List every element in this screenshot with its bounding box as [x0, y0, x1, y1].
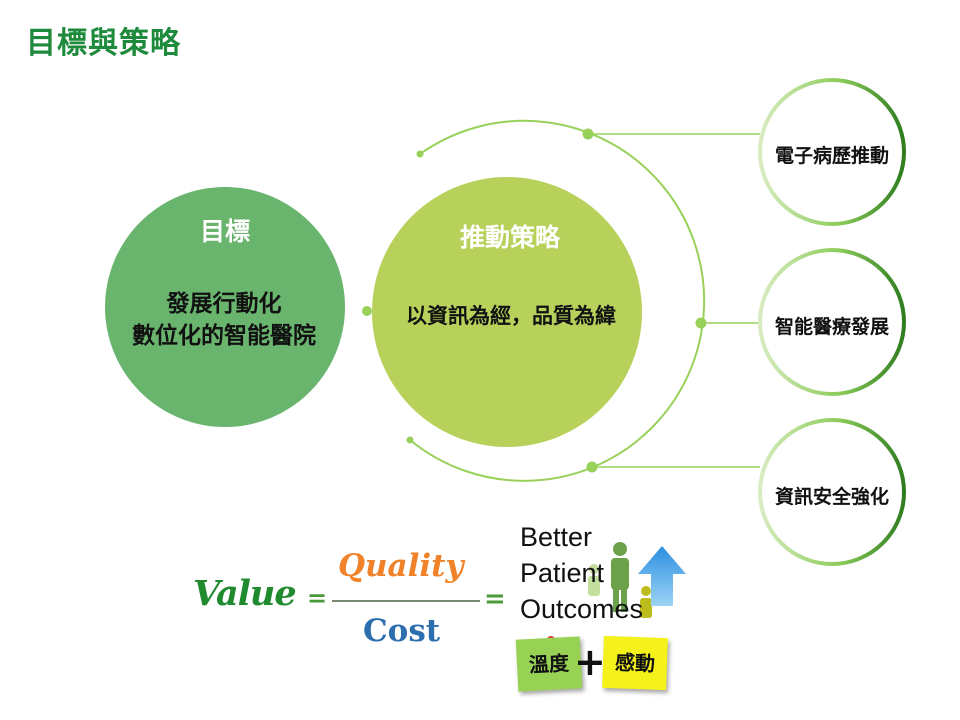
initiative-label-1: 電子病歷推動 — [774, 145, 889, 167]
goal-text: 發展行動化 數位化的智能醫院 — [104, 288, 344, 352]
connector-dot-2 — [695, 317, 707, 329]
outcome-line-2: Patient — [520, 558, 605, 588]
goal-heading: 目標 — [199, 217, 250, 246]
equals-sign-2: = — [484, 584, 506, 614]
goal-line-2: 數位化的智能醫院 — [132, 323, 316, 349]
initiative-label-3: 資訊安全強化 — [774, 486, 889, 508]
sticky-note-touched: 感動 — [602, 635, 668, 691]
strategy-arc — [409, 119, 706, 482]
goal-line-1: 發展行動化 — [166, 291, 282, 317]
page-title: 目標與策略 — [26, 26, 181, 61]
connector-dot-1 — [582, 128, 594, 140]
initiative-label-2: 智能醫療發展 — [774, 316, 889, 338]
sticky-note-warmth: 溫度 — [515, 636, 583, 692]
plus-sign: + — [574, 640, 606, 684]
initiative-ring-1 — [758, 78, 906, 226]
connector-dot — [362, 306, 372, 316]
strategy-text: 以資訊為經，品質為緯 — [406, 304, 616, 328]
connector-dot-3 — [586, 461, 598, 473]
arc-dot-start — [416, 150, 424, 158]
quality-word: Quality — [338, 548, 464, 584]
up-arrow-icon — [638, 546, 686, 606]
equals-sign-1: = — [307, 584, 328, 612]
outcome-line-3: Outcomes — [520, 594, 644, 624]
cost-word: Cost — [363, 613, 441, 649]
initiative-ring-2 — [758, 248, 906, 396]
fraction-bar — [332, 600, 480, 602]
strategy-circle — [372, 177, 642, 447]
initiative-ring-3 — [758, 418, 906, 566]
outcome-line-1: Better — [520, 522, 593, 552]
value-word: Value — [193, 573, 297, 614]
goal-circle — [105, 187, 345, 427]
people-icon — [588, 542, 652, 618]
arc-dot-end — [406, 436, 414, 444]
strategy-heading: 推動策略 — [459, 223, 560, 252]
